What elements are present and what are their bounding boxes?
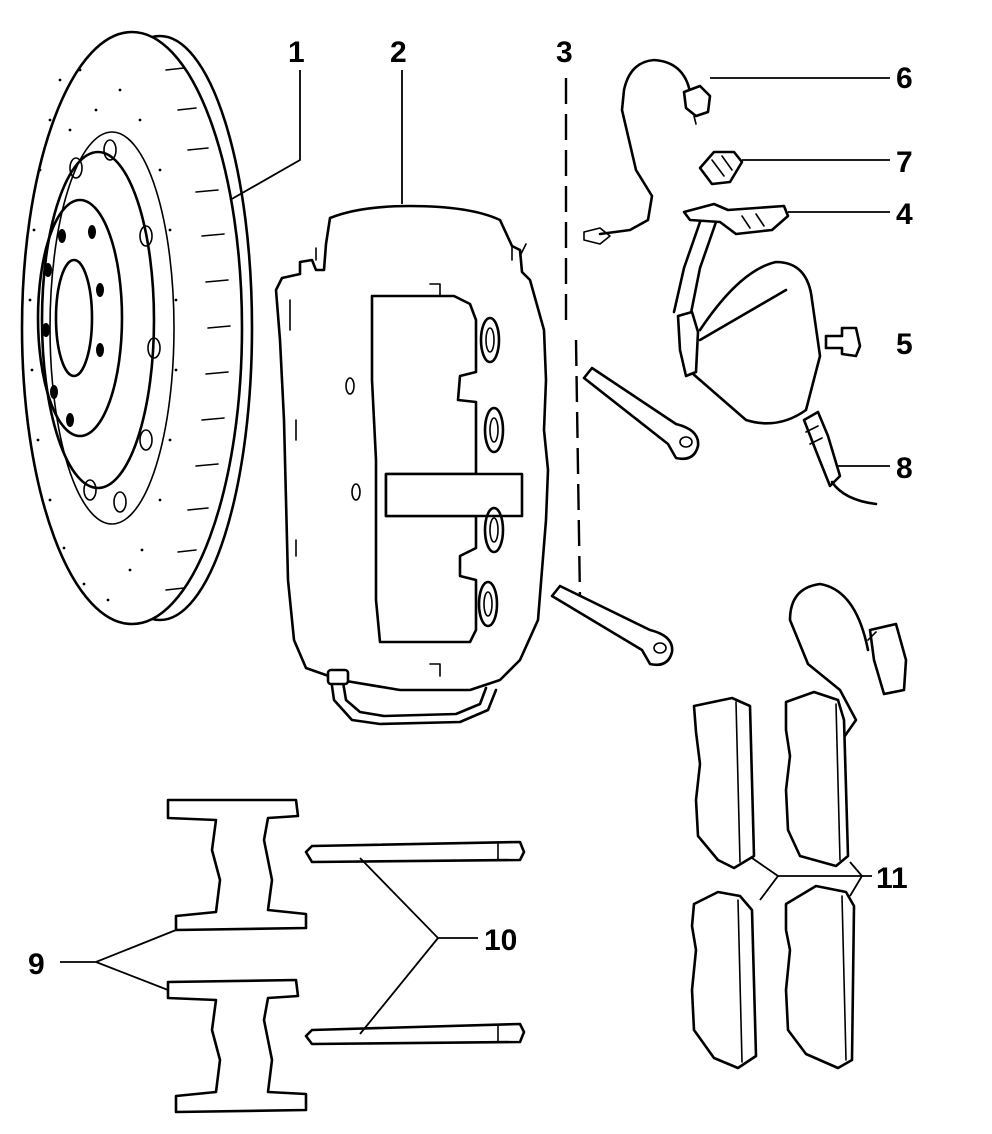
leader-lines [60, 70, 890, 1035]
wear-sensor-upper [583, 58, 712, 245]
brake-disc [20, 30, 254, 626]
sensor-clip [698, 150, 744, 186]
callout-2: 2 [390, 36, 407, 69]
pad-retainer-spring [672, 202, 790, 320]
brake-caliper [274, 204, 550, 726]
pad-retaining-pins [304, 840, 526, 1046]
callout-8: 8 [896, 452, 913, 485]
callout-1: 1 [288, 36, 305, 69]
retaining-screw [824, 326, 862, 358]
wear-sensor-wire [676, 260, 878, 506]
brake-pads [690, 582, 908, 1070]
caliper-guide-bolts [550, 78, 700, 667]
anti-rattle-clips [166, 798, 308, 1114]
callout-7: 7 [896, 146, 913, 179]
callout-6: 6 [896, 62, 913, 95]
callout-4: 4 [896, 198, 913, 231]
callout-labels: 1 2 3 4 5 6 7 8 9 10 11 [28, 36, 913, 981]
callout-10: 10 [484, 924, 517, 957]
callout-3: 3 [556, 36, 573, 69]
callout-9: 9 [28, 948, 45, 981]
callout-5: 5 [896, 328, 913, 361]
callout-11: 11 [876, 862, 908, 895]
